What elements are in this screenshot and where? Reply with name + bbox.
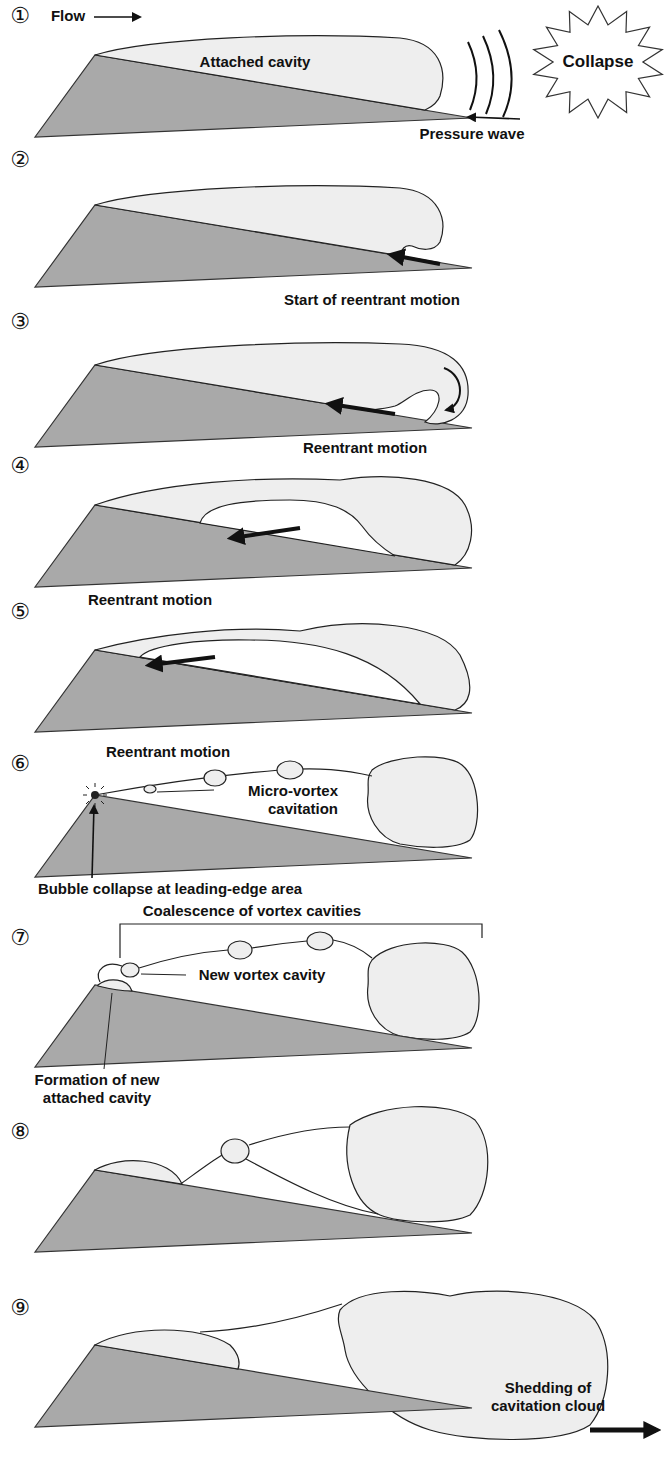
stage-number: ⑥ [10, 753, 30, 775]
reentrant-arrow [330, 404, 395, 414]
shedding-arrow [590, 1428, 656, 1433]
stage-number: ⑨ [10, 1297, 30, 1319]
reentrant-liquid [140, 640, 420, 704]
stage-number: ① [10, 5, 30, 27]
cavity [95, 624, 470, 710]
cavitation-cloud [368, 757, 478, 847]
attached-cavity [95, 1330, 239, 1369]
cavitation-cloud [347, 1107, 488, 1222]
reentrant-arrow [150, 657, 215, 665]
reentrant-liquid [200, 500, 395, 556]
reentrant-arrow [232, 528, 300, 538]
hydrofoil-wedge [35, 1345, 472, 1427]
attached-cavity [95, 36, 443, 110]
stage-number: ④ [10, 455, 30, 477]
attached-cavity [95, 186, 443, 256]
panel [35, 757, 478, 878]
panel [35, 477, 472, 587]
shear-layer [139, 940, 372, 968]
flow-arrow [94, 16, 140, 18]
annotation-label: Micro-vortex cavitation [218, 782, 338, 818]
cavitation-cloud [368, 943, 479, 1039]
cavity [95, 477, 472, 565]
vortex-bubble [144, 785, 156, 793]
collapse-rays [83, 783, 107, 807]
annotation-label: Reentrant motion [88, 591, 212, 609]
hydrofoil-wedge [35, 1170, 472, 1252]
annotation-label: Reentrant motion [106, 743, 230, 761]
annotation-label: Formation of new attached cavity [12, 1071, 182, 1107]
panel [35, 1107, 488, 1252]
vortex-bubble [228, 941, 252, 959]
shear-layer [200, 1304, 342, 1332]
shear-layer [182, 1127, 378, 1214]
leader-line [104, 993, 112, 1069]
pressure-wave-arrow [468, 117, 520, 119]
vortex-bubble [307, 932, 333, 950]
burst-label: Collapse [563, 52, 634, 72]
stage-number: ⑧ [10, 1121, 30, 1143]
curl-arrow [444, 368, 460, 410]
annotation-label: Coalescence of vortex cavities [143, 902, 361, 920]
stage-number: ⑦ [10, 927, 30, 949]
annotation-label: Start of reentrant motion [284, 291, 460, 309]
panel [35, 186, 472, 287]
pointer-arrow [92, 806, 94, 878]
pressure-wave-arc [499, 30, 512, 117]
hydrofoil-wedge [35, 795, 472, 877]
attached-cavity [95, 1161, 182, 1184]
burst-shape [534, 6, 663, 118]
stage-number: ③ [10, 311, 30, 333]
panel [35, 624, 472, 732]
panel [35, 343, 472, 447]
new-attached-cavity [98, 980, 132, 991]
panel [35, 932, 479, 1069]
attached-cavity [95, 343, 468, 424]
annotation-label: New vortex cavity [199, 966, 326, 984]
vortex-bubble [277, 761, 303, 779]
panel [35, 17, 520, 137]
annotation-label: Attached cavity [200, 53, 311, 71]
annotation-label: Flow [51, 7, 85, 25]
pressure-wave-arc [483, 36, 493, 114]
stage-number: ⑤ [10, 601, 30, 623]
bubble-collapse [91, 791, 99, 799]
annotation-label: Shedding of cavitation cloud [473, 1379, 623, 1415]
annotation-label: Reentrant motion [303, 439, 427, 457]
leader-line [157, 790, 214, 792]
vortex-cavity [121, 963, 139, 977]
pressure-wave-arc [468, 42, 477, 110]
hydrofoil-wedge [35, 985, 472, 1067]
leader-line [141, 974, 186, 975]
reentrant-arrow [392, 255, 440, 264]
panel [35, 1291, 656, 1439]
annotation-label: Bubble collapse at leading-edge area [38, 880, 302, 898]
cavitation-cloud [338, 1291, 607, 1439]
collapse-burst: Collapse [530, 4, 666, 120]
vortex-bubble [221, 1139, 249, 1163]
shear-layer [98, 964, 122, 982]
annotation-label: Pressure wave [419, 125, 524, 143]
stage-number: ② [10, 149, 30, 171]
vortex-bubble [204, 770, 226, 786]
